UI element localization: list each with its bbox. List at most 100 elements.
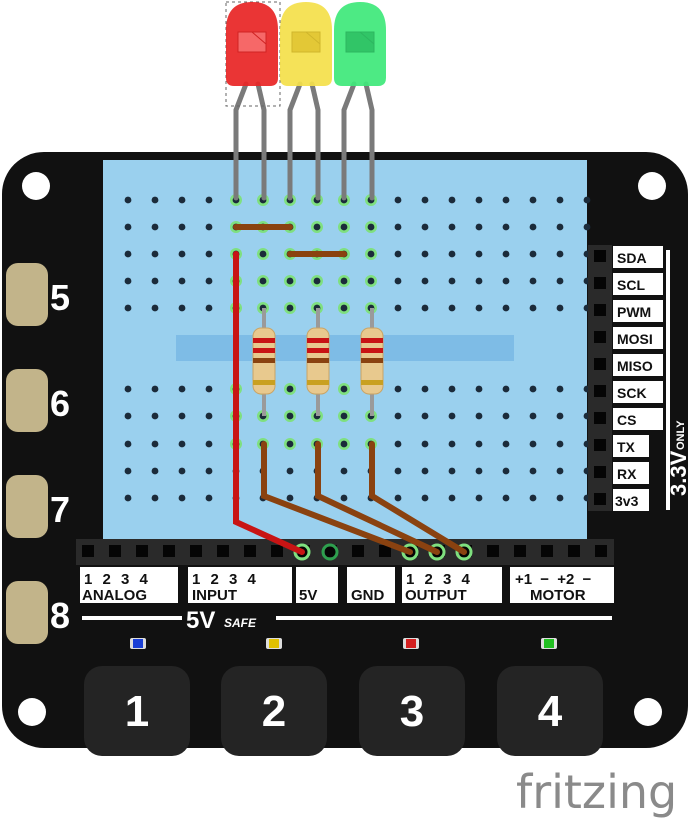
led-leg [287, 81, 303, 201]
hole [556, 277, 564, 285]
pin-label-mosi: MOSI [613, 327, 663, 349]
button-1-body[interactable] [84, 666, 190, 756]
label-motor: MOTOR [530, 587, 586, 604]
pin-label-text: TX [617, 439, 636, 455]
hole [124, 494, 132, 502]
pin-label-3v3: 3v3 [613, 489, 649, 511]
side-label-6: 6 [50, 383, 70, 424]
right-pin-labels: SDA SCL PWM MOSI MISO SCK CS TX RX 3v3 [613, 246, 663, 511]
hole [178, 304, 186, 312]
led-leg [363, 81, 375, 201]
hole [259, 250, 267, 258]
side-pad-5 [6, 263, 48, 326]
hole [340, 223, 348, 231]
header-pin-highlight [321, 543, 339, 561]
button-2[interactable]: 2 [221, 666, 327, 756]
label-analog-numbers: 1 2 3 4 [84, 571, 149, 588]
hole [475, 196, 483, 204]
hole [421, 223, 429, 231]
hole [529, 385, 537, 393]
hole [205, 385, 213, 393]
hole [205, 440, 213, 448]
hole [178, 385, 186, 393]
safe-line-left [82, 616, 182, 620]
hole [151, 196, 159, 204]
header-pin [594, 493, 606, 505]
button-2-label: 2 [262, 687, 286, 736]
pin-label-sda: SDA [613, 246, 663, 268]
hole [529, 494, 537, 502]
hole [205, 494, 213, 502]
pin-label-text: RX [617, 466, 637, 482]
hole [394, 467, 402, 475]
button-4[interactable]: 4 [497, 666, 603, 756]
pin-label-sck: SCK [613, 381, 663, 403]
led-leg [255, 81, 267, 201]
hole [313, 223, 321, 231]
pin-label-tx: TX [613, 435, 649, 457]
hole [286, 440, 294, 448]
hole [448, 467, 456, 475]
hole [178, 467, 186, 475]
hole [556, 304, 564, 312]
header-pin [594, 250, 606, 262]
hole [502, 467, 510, 475]
hole [178, 250, 186, 258]
button-3-body[interactable] [359, 666, 465, 756]
hole [286, 304, 294, 312]
hole [178, 440, 186, 448]
hole [151, 304, 159, 312]
led-leg [341, 81, 357, 201]
mount-hole [638, 172, 666, 200]
hole [529, 467, 537, 475]
header-pin [594, 277, 606, 289]
side-label-7: 7 [50, 489, 70, 530]
button-2-body[interactable] [221, 666, 327, 756]
hole [475, 412, 483, 420]
pin-label-text: SCL [617, 277, 645, 293]
hole [448, 440, 456, 448]
hole [529, 412, 537, 420]
label-input-numbers: 1 2 3 4 [192, 571, 257, 588]
mount-hole [18, 698, 46, 726]
hole [151, 494, 159, 502]
side-label-8: 8 [50, 595, 70, 636]
hole [286, 412, 294, 420]
header-pin [594, 466, 606, 478]
hole [529, 223, 537, 231]
header-pin [594, 412, 606, 424]
hole [205, 223, 213, 231]
hole [124, 277, 132, 285]
button-4-body[interactable] [497, 666, 603, 756]
pin-label-miso: MISO [613, 354, 663, 376]
hole [502, 277, 510, 285]
hole [340, 412, 348, 420]
button-1[interactable]: 1 [84, 666, 190, 756]
side-pad-7 [6, 475, 48, 538]
hole [151, 440, 159, 448]
safe-note-value: 5V [186, 607, 215, 634]
hole [448, 223, 456, 231]
pin-label-cs: CS [613, 408, 663, 430]
hole [475, 277, 483, 285]
bottom-header-strip [76, 539, 614, 565]
hole [421, 277, 429, 285]
hole [394, 440, 402, 448]
hole [313, 277, 321, 285]
hole [529, 440, 537, 448]
side-pad-8 [6, 581, 48, 644]
label-box-gnd [347, 567, 395, 603]
hole [286, 494, 294, 502]
header-pin [190, 545, 202, 557]
hole [124, 412, 132, 420]
hole [394, 304, 402, 312]
button-3[interactable]: 3 [359, 666, 465, 756]
hole [178, 412, 186, 420]
label-box-5v [296, 567, 338, 603]
hole [340, 440, 348, 448]
header-pin [568, 545, 580, 557]
side-pad-6 [6, 369, 48, 432]
hole [421, 467, 429, 475]
hole [340, 467, 348, 475]
side-pads: 5 6 7 8 [6, 263, 70, 644]
